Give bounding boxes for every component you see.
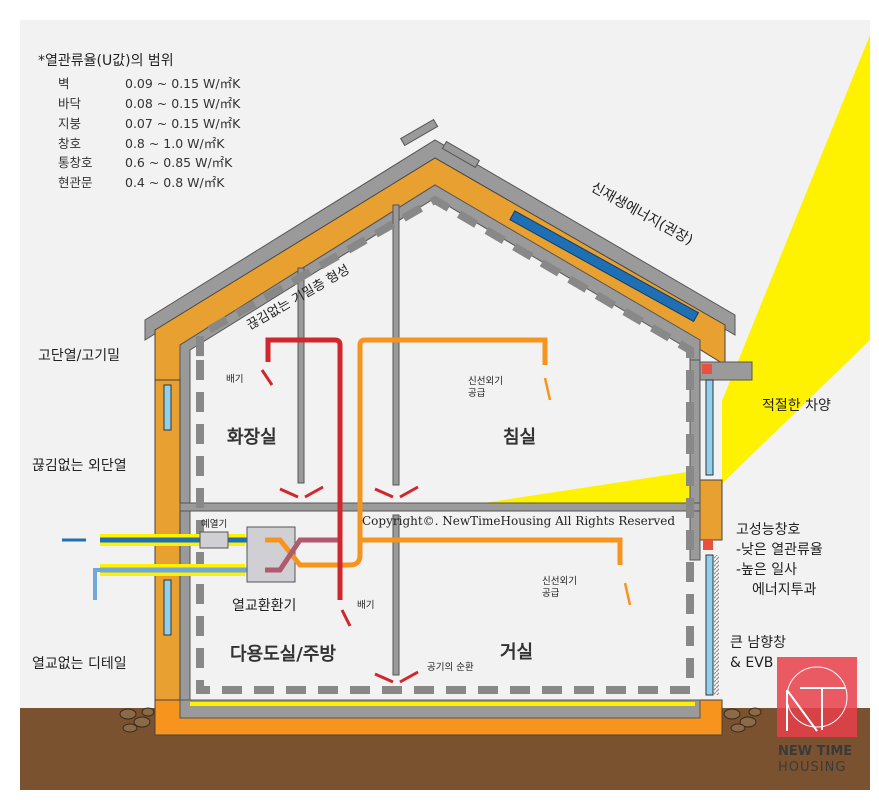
arrow-icon	[260, 369, 274, 386]
logo-text: HOUSING	[778, 760, 846, 775]
window-right-upper	[705, 379, 714, 476]
ridge-cap	[399, 118, 439, 147]
shading-overhang	[699, 361, 753, 381]
arrow-icon	[374, 487, 394, 499]
partition-upper	[392, 204, 400, 486]
room-bedroom: 침실	[503, 427, 536, 448]
legend-row-value: 0.07 ~ 0.15 W/㎡K	[125, 116, 241, 131]
supply-label: 공급	[542, 588, 560, 599]
air-flow-arrows	[260, 369, 419, 684]
south-window-label: 큰 남향창	[730, 635, 786, 651]
thermal-break	[702, 364, 712, 374]
hrv-unit	[246, 526, 296, 583]
arrow-icon	[374, 672, 394, 684]
legend-row-name: 지붕	[58, 116, 81, 131]
supply-duct-upper	[349, 337, 548, 568]
preheater	[199, 531, 229, 549]
right-wall-insulation	[699, 479, 723, 541]
window-left-lower	[163, 579, 172, 636]
legend-row-value: 0.09 ~ 0.15 W/㎡K	[125, 76, 241, 91]
window-left-upper	[163, 384, 172, 431]
arrow-icon	[623, 582, 632, 606]
newtime-housing-logo: NEW TIME HOUSING	[777, 657, 857, 775]
legend-row-value: 0.08 ~ 0.15 W/㎡K	[125, 96, 241, 111]
gravel-left	[119, 707, 155, 733]
partition-bath	[297, 267, 305, 484]
legend-row-name: 창호	[58, 136, 81, 151]
floor-membrane	[190, 702, 695, 706]
thermal-break	[703, 540, 713, 550]
solar-panel	[509, 210, 700, 323]
insulation-label: 고단열/고기밀	[38, 348, 120, 364]
roof-cladding	[144, 139, 736, 341]
arrow-icon	[279, 487, 299, 499]
partition-lower	[392, 514, 400, 676]
legend-row-name: 통창호	[58, 155, 93, 170]
airtight-layer	[196, 195, 694, 694]
arrow-icon	[399, 485, 419, 499]
hrv-label: 열교환환기	[232, 598, 296, 614]
legend-title: *열관류율(U값)의 범위	[38, 53, 174, 69]
supply-arrows	[543, 377, 632, 606]
arrow-icon	[399, 670, 419, 684]
arrow-icon	[340, 609, 352, 627]
legend-row-value: 0.6 ~ 0.85 W/㎡K	[125, 155, 233, 170]
logo-text: NEW TIME	[778, 744, 852, 759]
legend-row-value: 0.8 ~ 1.0 W/㎡K	[125, 136, 225, 151]
circulation-label: 공기의 순환	[427, 661, 474, 673]
copyright-notice: Copyright©. NewTimeHousing All Rights Re…	[362, 514, 675, 528]
room-kitchen: 다용도실/주방	[230, 644, 336, 665]
right-inner-wall	[689, 359, 701, 561]
exhaust-duct	[265, 337, 343, 600]
supply-label: 신선외기	[468, 375, 503, 387]
room-bathroom: 화장실	[227, 427, 277, 448]
evb-membrane	[714, 555, 719, 695]
legend-row-name: 바닥	[58, 96, 82, 111]
ext-insulation-label: 끊김없는 외단열	[32, 458, 127, 474]
window-label: -낮은 열관류율	[736, 542, 823, 558]
window-label: -높은 일사	[736, 562, 797, 578]
legend-rows: 벽 0.09 ~ 0.15 W/㎡K 바닥 0.08 ~ 0.15 W/㎡K 지붕 0…	[58, 76, 241, 190]
window-label: 에너지투과	[752, 582, 817, 598]
shading-label: 적절한 차양	[762, 398, 831, 414]
exhaust-outlet	[93, 568, 100, 600]
legend-row-name: 현관문	[58, 175, 93, 190]
gravel-right	[723, 707, 762, 733]
legend-row-name: 벽	[58, 76, 70, 91]
exhaust-label: 배기	[357, 600, 374, 611]
middle-floor	[179, 502, 701, 512]
supply-duct-lower	[360, 537, 623, 565]
exhaust-label: 배기	[226, 374, 243, 385]
preheater-label: 예열기	[201, 519, 227, 530]
supply-label: 신선외기	[542, 575, 577, 587]
exhaust-cross	[265, 537, 340, 573]
ridge-cap	[441, 140, 481, 169]
no-bridge-label: 열교없는 디테일	[32, 656, 127, 672]
room-living: 거실	[500, 642, 533, 663]
south-window-label: & EVB	[730, 655, 773, 671]
legend-row-value: 0.4 ~ 0.8 W/㎡K	[125, 175, 225, 190]
arrow-icon	[543, 377, 552, 401]
supply-label: 공급	[468, 388, 486, 399]
south-window	[705, 554, 714, 696]
arrow-icon	[304, 485, 324, 499]
window-label: 고성능창호	[736, 522, 801, 538]
